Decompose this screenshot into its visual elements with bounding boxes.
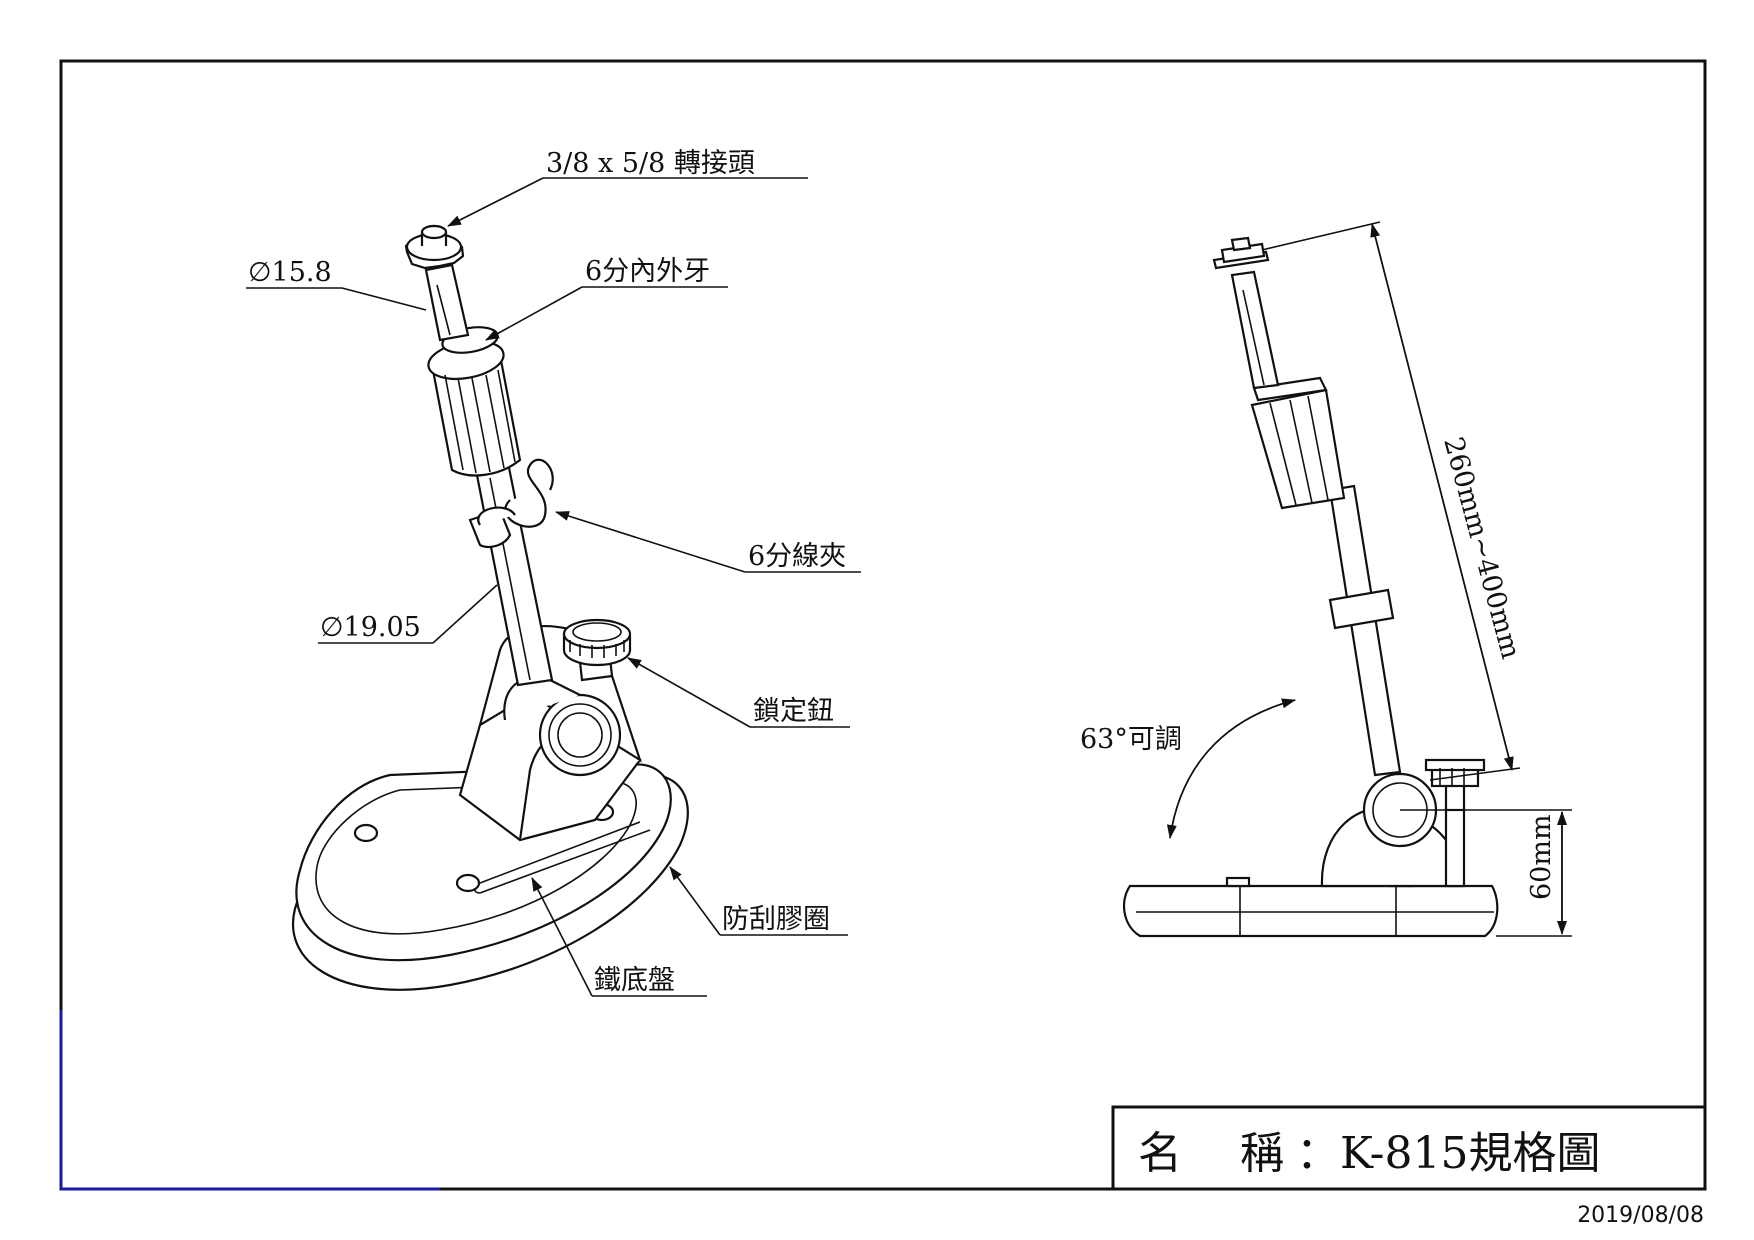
- length-dimension: [1261, 221, 1521, 781]
- label-iron-base: 鐵底盤: [594, 965, 675, 996]
- upper-pole: [424, 263, 470, 342]
- angle-arc: [1166, 698, 1296, 839]
- label-height: 60mm: [1526, 814, 1557, 900]
- leader-dia-bottom: [318, 584, 498, 644]
- side-lower-pole: [1328, 484, 1402, 777]
- label-adapter: 3/8 x 5/8 轉接頭: [546, 148, 755, 179]
- title-name-label: 名: [1138, 1128, 1182, 1179]
- label-angle: 63°可調: [1080, 724, 1182, 755]
- side-adapter: [1212, 236, 1270, 270]
- title-name-label2: 稱: [1240, 1128, 1284, 1179]
- drawing-date: 2019/08/08: [1577, 1203, 1704, 1228]
- leader-lock-knob: [627, 657, 850, 728]
- lock-knob: [562, 618, 632, 682]
- cable-clip: [468, 458, 554, 549]
- adapter-head: [404, 224, 465, 270]
- title-block: 名 稱 ：K-815規格圖: [1111, 1105, 1707, 1191]
- side-upper-pole: [1230, 270, 1280, 390]
- leader-dia-top: [246, 287, 427, 311]
- leader-thread: [485, 286, 728, 341]
- leader-clip: [555, 511, 861, 573]
- label-dia-bottom: ∅19.05: [320, 612, 421, 643]
- perspective-view: [246, 177, 861, 997]
- label-length: 260mm~400mm: [1437, 434, 1526, 662]
- label-clip: 6分線夾: [748, 541, 846, 572]
- leader-rubber-ring: [669, 866, 848, 936]
- side-coupling: [1250, 376, 1346, 510]
- leader-adapter: [447, 177, 808, 227]
- drawing-frame: [59, 59, 1707, 1191]
- label-lock-knob: 鎖定鈕: [753, 696, 834, 727]
- knurled-coupling: [427, 326, 522, 477]
- side-clip: [1328, 588, 1395, 630]
- side-view: [1122, 221, 1572, 938]
- side-base: [1122, 884, 1499, 938]
- label-dia-top: ∅15.8: [248, 257, 332, 288]
- label-thread: 6分內外牙: [585, 256, 710, 287]
- height-dimension: [1400, 809, 1572, 937]
- title-name-value: ：K-815規格圖: [1296, 1128, 1601, 1179]
- leader-iron-base: [531, 877, 707, 997]
- label-rubber-ring: 防刮膠圈: [722, 904, 830, 935]
